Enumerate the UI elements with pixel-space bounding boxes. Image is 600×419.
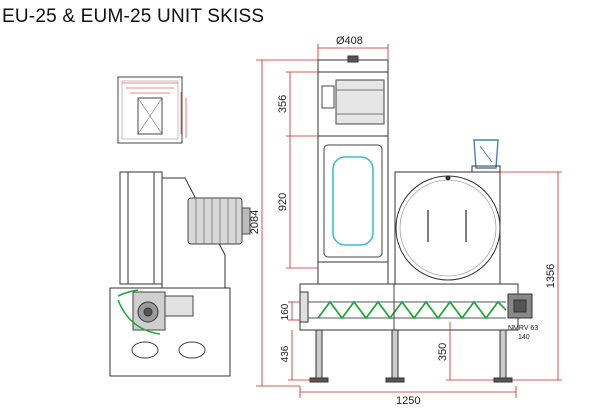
side-view xyxy=(109,171,251,377)
dim-350: 350 xyxy=(437,343,449,361)
dim-356: 356 xyxy=(277,95,289,113)
page-title: EU-25 & EUM-25 UNIT SKISS xyxy=(2,6,265,27)
dim-top-diameter: Ø408 xyxy=(336,35,363,47)
top-view-detail xyxy=(117,76,187,144)
dim-160: 160 xyxy=(280,303,291,320)
motor-label-line1: NMRV 63 xyxy=(508,325,538,332)
front-view xyxy=(299,55,533,383)
dimension-lines xyxy=(256,44,562,398)
dim-1356: 1356 xyxy=(545,264,557,288)
motor-label-line2: 140 xyxy=(518,334,530,341)
dim-2084: 2084 xyxy=(249,210,261,234)
dim-920: 920 xyxy=(277,193,289,211)
dim-436: 436 xyxy=(280,345,291,362)
dim-1250: 1250 xyxy=(396,395,420,407)
